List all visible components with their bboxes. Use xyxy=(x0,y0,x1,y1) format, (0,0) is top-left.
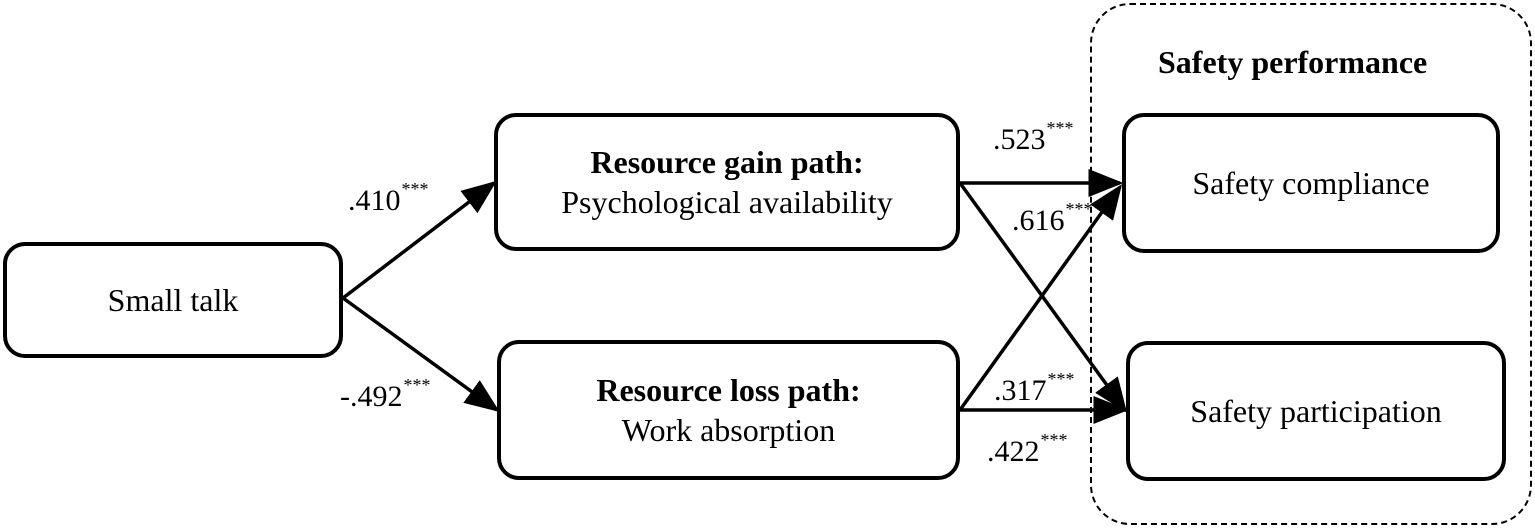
coef-talk-gain: .410*** xyxy=(348,180,429,217)
safety-performance-group xyxy=(1090,3,1532,525)
safety-participation-label: Safety participation xyxy=(1190,393,1442,429)
coef-loss-compliance-value: .317 xyxy=(994,374,1047,407)
safety-participation-node: Safety participation xyxy=(1126,341,1506,481)
resource-loss-title: Resource loss path: xyxy=(596,372,861,408)
resource-loss-node: Resource loss path: Work absorption xyxy=(497,340,960,480)
coef-gain-compliance-sig: *** xyxy=(1046,118,1074,138)
safety-compliance-node: Safety compliance xyxy=(1122,113,1500,253)
resource-gain-title: Resource gain path: xyxy=(590,144,864,180)
safety-performance-title: Safety performance xyxy=(1158,44,1428,80)
coef-gain-participation: .616*** xyxy=(1012,200,1093,237)
coef-loss-participation-value: .422 xyxy=(987,435,1040,468)
coef-talk-loss-sig: *** xyxy=(403,375,431,395)
coef-talk-gain-value: .410 xyxy=(348,184,401,217)
arrow-loss-to-compliance xyxy=(958,184,1123,412)
coef-gain-participation-value: .616 xyxy=(1012,204,1065,237)
coef-gain-participation-sig: *** xyxy=(1065,199,1093,219)
coef-gain-compliance: .523*** xyxy=(993,119,1074,156)
safety-compliance-label: Safety compliance xyxy=(1192,165,1430,201)
coef-loss-compliance: .317*** xyxy=(994,370,1075,407)
small-talk-label: Small talk xyxy=(107,282,239,318)
coef-talk-loss-value: -.492 xyxy=(340,380,403,413)
coef-loss-participation-sig: *** xyxy=(1040,430,1068,450)
resource-gain-subtitle: Psychological availability xyxy=(561,184,893,220)
arrow-talk-to-loss xyxy=(341,296,500,413)
coef-talk-gain-sig: *** xyxy=(401,179,429,199)
coef-gain-compliance-value: .523 xyxy=(993,123,1046,156)
coef-talk-loss: -.492*** xyxy=(340,376,431,413)
coef-loss-compliance-sig: *** xyxy=(1047,369,1075,389)
arrow-talk-to-gain xyxy=(341,180,497,300)
resource-gain-node: Resource gain path: Psychological availa… xyxy=(494,113,960,251)
resource-loss-subtitle: Work absorption xyxy=(621,412,836,448)
small-talk-node: Small talk xyxy=(3,242,343,358)
coef-loss-participation: .422*** xyxy=(987,431,1068,468)
